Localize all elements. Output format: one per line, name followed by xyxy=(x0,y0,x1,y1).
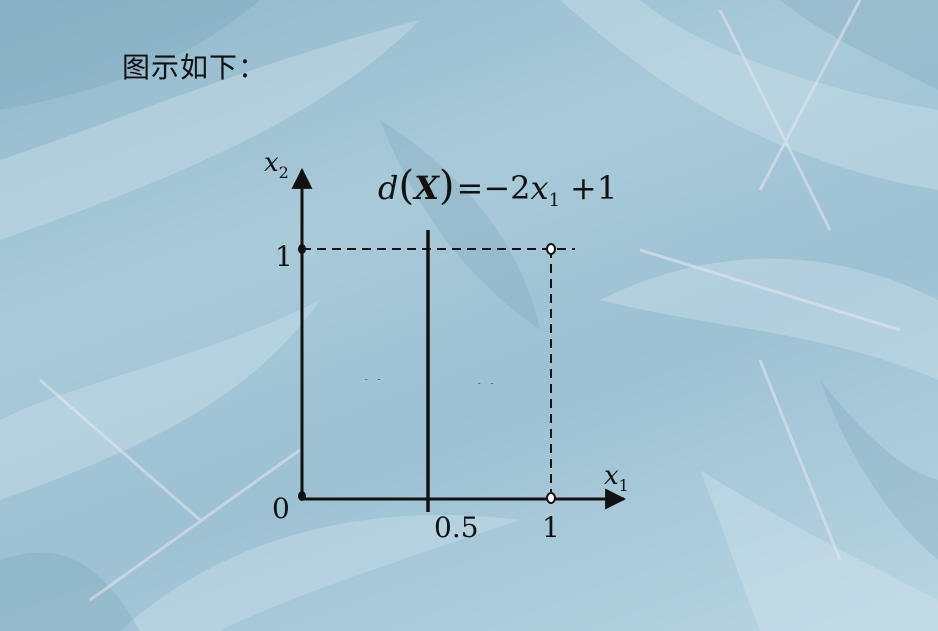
point-origin xyxy=(298,491,306,501)
x-axis-label-sub: 1 xyxy=(619,476,629,495)
eq-minus: − xyxy=(483,169,510,207)
region-label-left-clip: ω xyxy=(358,366,384,404)
point-0-1 xyxy=(298,244,306,254)
eq-lparen: ( xyxy=(398,163,414,209)
x-axis-label-var: x xyxy=(604,461,619,491)
eq-rparen: ) xyxy=(439,163,455,209)
region-label-right-clip: ω xyxy=(471,370,497,408)
y-axis-label-sub: 2 xyxy=(279,163,289,182)
y-axis-label-var: x xyxy=(264,148,279,178)
tick-y-one: 1 xyxy=(275,240,293,273)
eq-const: 1 xyxy=(597,169,617,207)
region-label-left: ω xyxy=(358,366,384,404)
eq-coef: 2 xyxy=(510,169,530,207)
point-1-0 xyxy=(546,492,556,504)
eq-X: X xyxy=(412,169,440,207)
tick-x-one: 1 xyxy=(542,511,560,544)
intro-text: 图示如下： xyxy=(122,51,268,84)
tick-x-half: 0.5 xyxy=(434,511,479,544)
region-label-right: ω xyxy=(471,370,497,408)
boundary-equation: d(X)=−2x1+1 xyxy=(378,163,617,211)
point-1-1 xyxy=(546,243,556,255)
eq-x: x xyxy=(531,169,549,207)
y-axis-label: x2 xyxy=(264,148,289,182)
eq-d: d xyxy=(378,169,398,207)
eq-plus: + xyxy=(570,169,597,207)
x-axis-label: x1 xyxy=(604,461,629,495)
eq-sub: 1 xyxy=(549,190,560,211)
tick-origin: 0 xyxy=(272,492,290,525)
eq-equals: = xyxy=(457,169,484,207)
